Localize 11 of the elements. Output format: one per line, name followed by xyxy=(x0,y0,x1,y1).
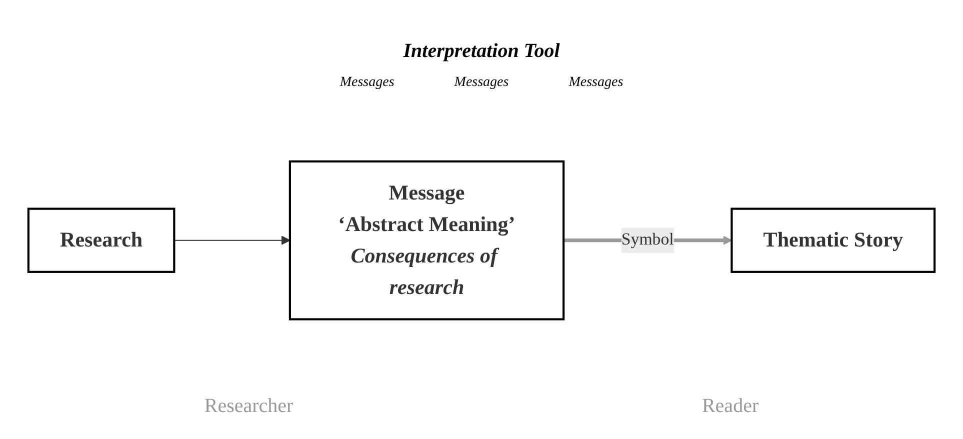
heading: Interpretation Tool xyxy=(403,40,560,62)
node-box: Research xyxy=(27,207,176,273)
arrow-text: Messages xyxy=(454,75,509,91)
node-box: Message ‘Abstract Meaning’ Consequences of research xyxy=(288,160,565,320)
arrow-text: Messages xyxy=(568,75,624,91)
role-label: Reader xyxy=(702,395,759,418)
edge-label: Symbol xyxy=(621,230,674,248)
arrow xyxy=(174,235,290,245)
arrow-text: Messages xyxy=(340,75,394,91)
role-label: Researcher xyxy=(204,395,294,418)
node-box: Thematic Story xyxy=(730,207,936,273)
